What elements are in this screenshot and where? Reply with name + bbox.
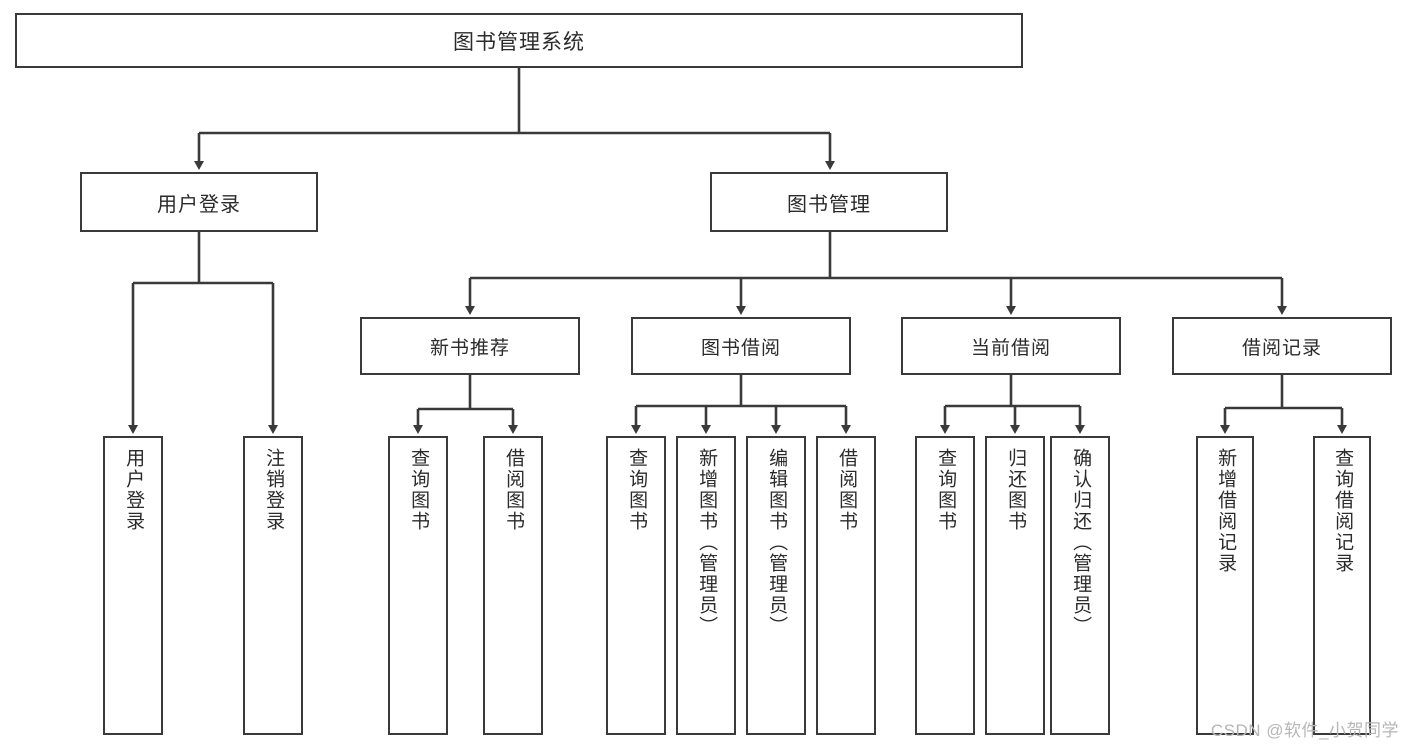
csdn-watermark: CSDN @软件_小贺同学 (1210, 721, 1399, 740)
node-root[interactable]: 图书管理系统 (15, 13, 1023, 68)
leaf-query-book-borrow[interactable]: 查询图书 (606, 436, 666, 735)
leaf-label: 新增图书（管理员） (696, 448, 718, 637)
node-new-book-recommend-label: 新书推荐 (429, 337, 510, 359)
leaf-label: 查询借阅记录 (1332, 448, 1354, 574)
leaf-label: 归还图书 (1005, 448, 1027, 532)
leaf-query-book-recommend[interactable]: 查询图书 (388, 436, 448, 735)
leaf-label: 查询图书 (626, 448, 648, 532)
leaf-label: 新增借阅记录 (1215, 448, 1237, 574)
leaf-add-book-admin[interactable]: 新增图书（管理员） (676, 436, 736, 735)
node-new-book-recommend[interactable]: 新书推荐 (360, 317, 580, 375)
node-borrow-record-label: 借阅记录 (1241, 337, 1322, 359)
node-book-management[interactable]: 图书管理 (710, 172, 948, 232)
node-book-management-label: 图书管理 (787, 193, 871, 216)
node-current-borrow-label: 当前借阅 (970, 337, 1051, 359)
node-user-login[interactable]: 用户登录 (80, 172, 318, 232)
leaf-add-borrow-record[interactable]: 新增借阅记录 (1196, 436, 1254, 735)
leaf-confirm-return-admin[interactable]: 确认归还（管理员） (1050, 436, 1110, 735)
leaf-label: 查询图书 (408, 448, 430, 532)
leaf-label: 用户登录 (123, 448, 145, 532)
leaf-label: 编辑图书（管理员） (766, 448, 788, 637)
leaf-edit-book-admin[interactable]: 编辑图书（管理员） (746, 436, 806, 735)
leaf-query-borrow-record[interactable]: 查询借阅记录 (1313, 436, 1371, 735)
leaf-label: 借阅图书 (503, 448, 525, 532)
leaf-label: 借阅图书 (836, 448, 858, 532)
leaf-borrow-book[interactable]: 借阅图书 (816, 436, 876, 735)
leaf-return-book[interactable]: 归还图书 (985, 436, 1045, 735)
leaf-label: 确认归还（管理员） (1070, 448, 1092, 637)
node-user-login-label: 用户登录 (157, 193, 241, 216)
node-book-borrow-label: 图书借阅 (700, 337, 781, 359)
node-current-borrow[interactable]: 当前借阅 (901, 317, 1121, 375)
leaf-label: 查询图书 (935, 448, 957, 532)
leaf-user-login[interactable]: 用户登录 (103, 436, 163, 735)
node-root-label: 图书管理系统 (453, 30, 585, 54)
leaf-logout-login[interactable]: 注销登录 (243, 436, 303, 735)
leaf-borrow-book-recommend[interactable]: 借阅图书 (483, 436, 543, 735)
leaf-query-book-current[interactable]: 查询图书 (915, 436, 975, 735)
node-book-borrow[interactable]: 图书借阅 (631, 317, 851, 375)
node-borrow-record[interactable]: 借阅记录 (1172, 317, 1392, 375)
leaf-label: 注销登录 (263, 448, 285, 532)
